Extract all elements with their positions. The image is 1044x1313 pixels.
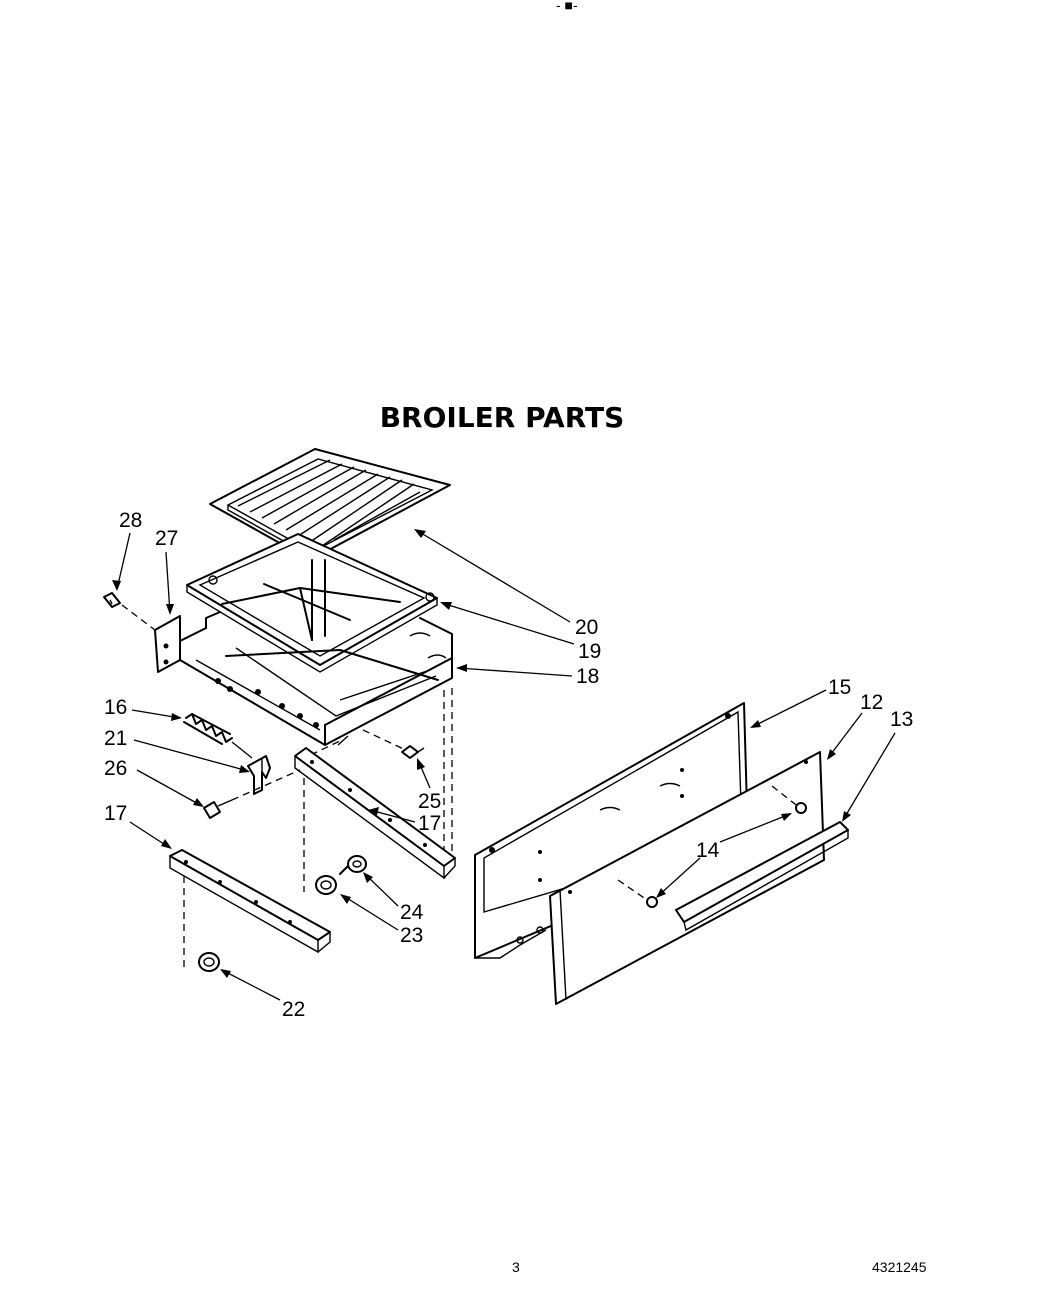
latch (247, 755, 271, 795)
callout-15: 15 (828, 676, 851, 699)
callout-18: 18 (576, 665, 599, 688)
callout-25: 25 (418, 790, 441, 813)
screw-26 (203, 799, 233, 819)
roller-22 (198, 952, 220, 972)
callout-leaders (112, 529, 896, 1001)
roller-24 (339, 855, 367, 875)
callout-numbers: 28 27 20 19 18 16 21 26 25 17 17 24 23 2… (104, 509, 913, 1021)
callout-22: 22 (282, 998, 305, 1021)
top-mark: - ■- (556, 0, 578, 13)
callout-14: 14 (696, 839, 720, 862)
slide-rail-left (169, 849, 331, 954)
callout-21: 21 (104, 727, 127, 750)
callout-28: 28 (119, 509, 142, 532)
handle-spacers (646, 802, 807, 908)
callout-13: 13 (890, 708, 913, 731)
callout-17-left: 17 (104, 802, 127, 825)
page-number: 3 (512, 1259, 520, 1275)
slide-rail-right (294, 747, 456, 880)
callout-12: 12 (860, 691, 883, 714)
callout-20: 20 (575, 616, 598, 639)
callout-23: 23 (400, 924, 423, 947)
stud (401, 745, 425, 759)
callout-16: 16 (104, 696, 127, 719)
roller-23 (315, 875, 337, 895)
callout-19: 19 (578, 640, 601, 663)
callout-17-right: 17 (418, 812, 441, 835)
callout-26: 26 (104, 757, 127, 780)
callout-24: 24 (400, 901, 424, 924)
screw-28 (103, 592, 121, 608)
diagram-number: 4321245 (872, 1259, 927, 1275)
handle (675, 821, 849, 932)
spring (183, 713, 233, 745)
side-bracket (154, 615, 181, 673)
broiler-pan (186, 533, 438, 673)
callout-27: 27 (155, 527, 178, 550)
drawer-front-outer-panel (549, 751, 825, 1005)
diagram-title: BROILER PARTS (380, 401, 625, 434)
broiler-grid (209, 448, 451, 561)
